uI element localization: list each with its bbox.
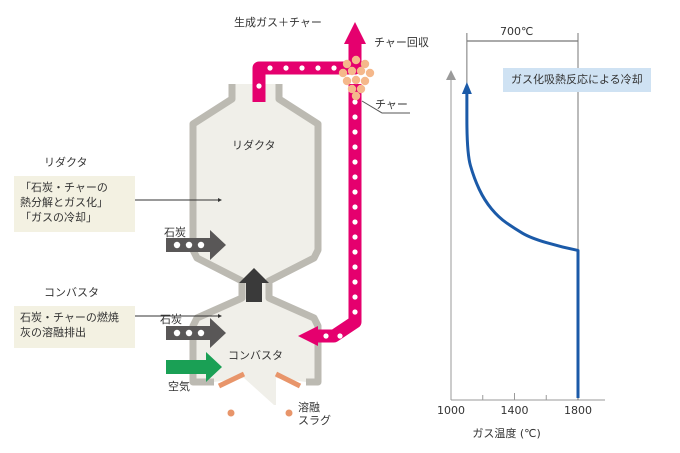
recycle-arrowhead — [298, 326, 318, 346]
pipe-particle — [331, 65, 337, 71]
pipe-particle — [323, 333, 329, 339]
pipe-particle — [352, 309, 358, 315]
char-particle — [365, 68, 375, 78]
combustor-desc-line: 石炭・チャーの燃焼 — [20, 311, 119, 324]
char-recovery-particles — [338, 55, 375, 101]
pipe-particle — [352, 264, 358, 270]
pipe-particle — [352, 279, 358, 285]
pipe-particle — [352, 219, 358, 225]
char-particle — [356, 84, 366, 94]
combustor-title: コンバスタ — [44, 286, 99, 299]
product-gas-label: 生成ガス＋チャー — [234, 16, 322, 29]
x-tick-label: 1000 — [437, 404, 465, 417]
slag-label: 溶融 スラグ — [298, 401, 331, 427]
pipe-particle — [352, 114, 358, 120]
slag-label-line: 溶融 — [298, 401, 320, 414]
char-particle — [351, 91, 361, 101]
reductor-desc-box: 「石炭・チャーの 熱分解とガス化」 「ガスの冷却」 — [14, 176, 135, 232]
pipe-particle — [267, 65, 273, 71]
pipe-particle — [352, 144, 358, 150]
pipe-recycle — [318, 84, 362, 343]
char-particle — [342, 59, 352, 69]
reductor-inner-label: リダクタ — [232, 139, 276, 152]
pipe-particle — [352, 174, 358, 180]
char-particle — [347, 84, 357, 94]
coal-upper-label: 石炭 — [164, 226, 186, 239]
reductor-desc-line: 「石炭・チャーの — [20, 181, 108, 194]
x-tick-label: 1800 — [564, 404, 592, 417]
reductor-desc-line: 「ガスの冷却」 — [20, 211, 97, 224]
slag-tap-left — [217, 371, 246, 389]
pipe-particle — [352, 204, 358, 210]
char-label: チャー — [375, 98, 408, 111]
pipe-particles — [256, 65, 358, 339]
char-particle — [338, 68, 348, 78]
slag-tap-right — [274, 371, 302, 389]
pipe-particle — [352, 189, 358, 195]
pipe-particle — [283, 65, 289, 71]
char-particle — [347, 66, 357, 76]
char-particle — [351, 55, 361, 65]
combustor-inner-label: コンバスタ — [228, 349, 283, 362]
chart-x-label: ガス温度 (℃) — [472, 426, 540, 440]
reductor-title: リダクタ — [44, 156, 88, 169]
char-recovery-label: チャー回収 — [374, 36, 429, 49]
air-feed-arrow — [166, 352, 222, 382]
slag-label-line: スラグ — [298, 414, 331, 427]
cooling-annotation: ガス化吸熱反応による冷却 — [503, 68, 651, 92]
char-particle — [342, 76, 352, 86]
combustor-desc-box: 石炭・チャーの燃焼 灰の溶融排出 — [14, 306, 135, 348]
pipe-particle — [256, 83, 262, 89]
chart-y-axis-arrowhead — [446, 70, 456, 80]
pipe-particle — [352, 249, 358, 255]
coal-lower-label: 石炭 — [160, 313, 182, 326]
slag-drop — [227, 409, 235, 417]
temperature-curve — [465, 94, 580, 398]
slag-drop — [285, 409, 293, 417]
reductor-desc-line: 熱分解とガス化」 — [20, 196, 108, 209]
air-label: 空気 — [168, 380, 190, 393]
vessel — [189, 84, 322, 417]
gas-outlet-arrowhead — [344, 22, 366, 44]
pipe-particle — [337, 333, 343, 339]
char-particle — [356, 66, 366, 76]
vessel-interior — [193, 84, 318, 405]
pipe-particle — [352, 129, 358, 135]
pipe-particle — [352, 234, 358, 240]
temperature-curve-arrowhead — [461, 82, 472, 94]
char-particle — [360, 76, 370, 86]
range-label: 700℃ — [500, 25, 534, 38]
pipe-particle — [352, 294, 358, 300]
char-particle — [351, 75, 361, 85]
chart-x-ticks: 1000 1400 1800 — [437, 393, 592, 417]
pipe-particle — [352, 159, 358, 165]
char-leader-line — [361, 100, 410, 114]
coal-feed-arrow-lower — [166, 318, 226, 348]
temperature-chart: 1000 1400 1800 ガス温度 (℃) — [437, 33, 605, 440]
combustor-desc-line: 灰の溶融排出 — [20, 326, 86, 339]
gas-flow-up-arrow — [239, 268, 269, 302]
pipe-particle — [299, 65, 305, 71]
coal-feed-arrow-upper — [166, 230, 226, 260]
char-particle — [360, 59, 370, 69]
pipe-particle — [315, 65, 321, 71]
pipe-particle — [352, 99, 358, 105]
x-tick-label: 1400 — [501, 404, 529, 417]
